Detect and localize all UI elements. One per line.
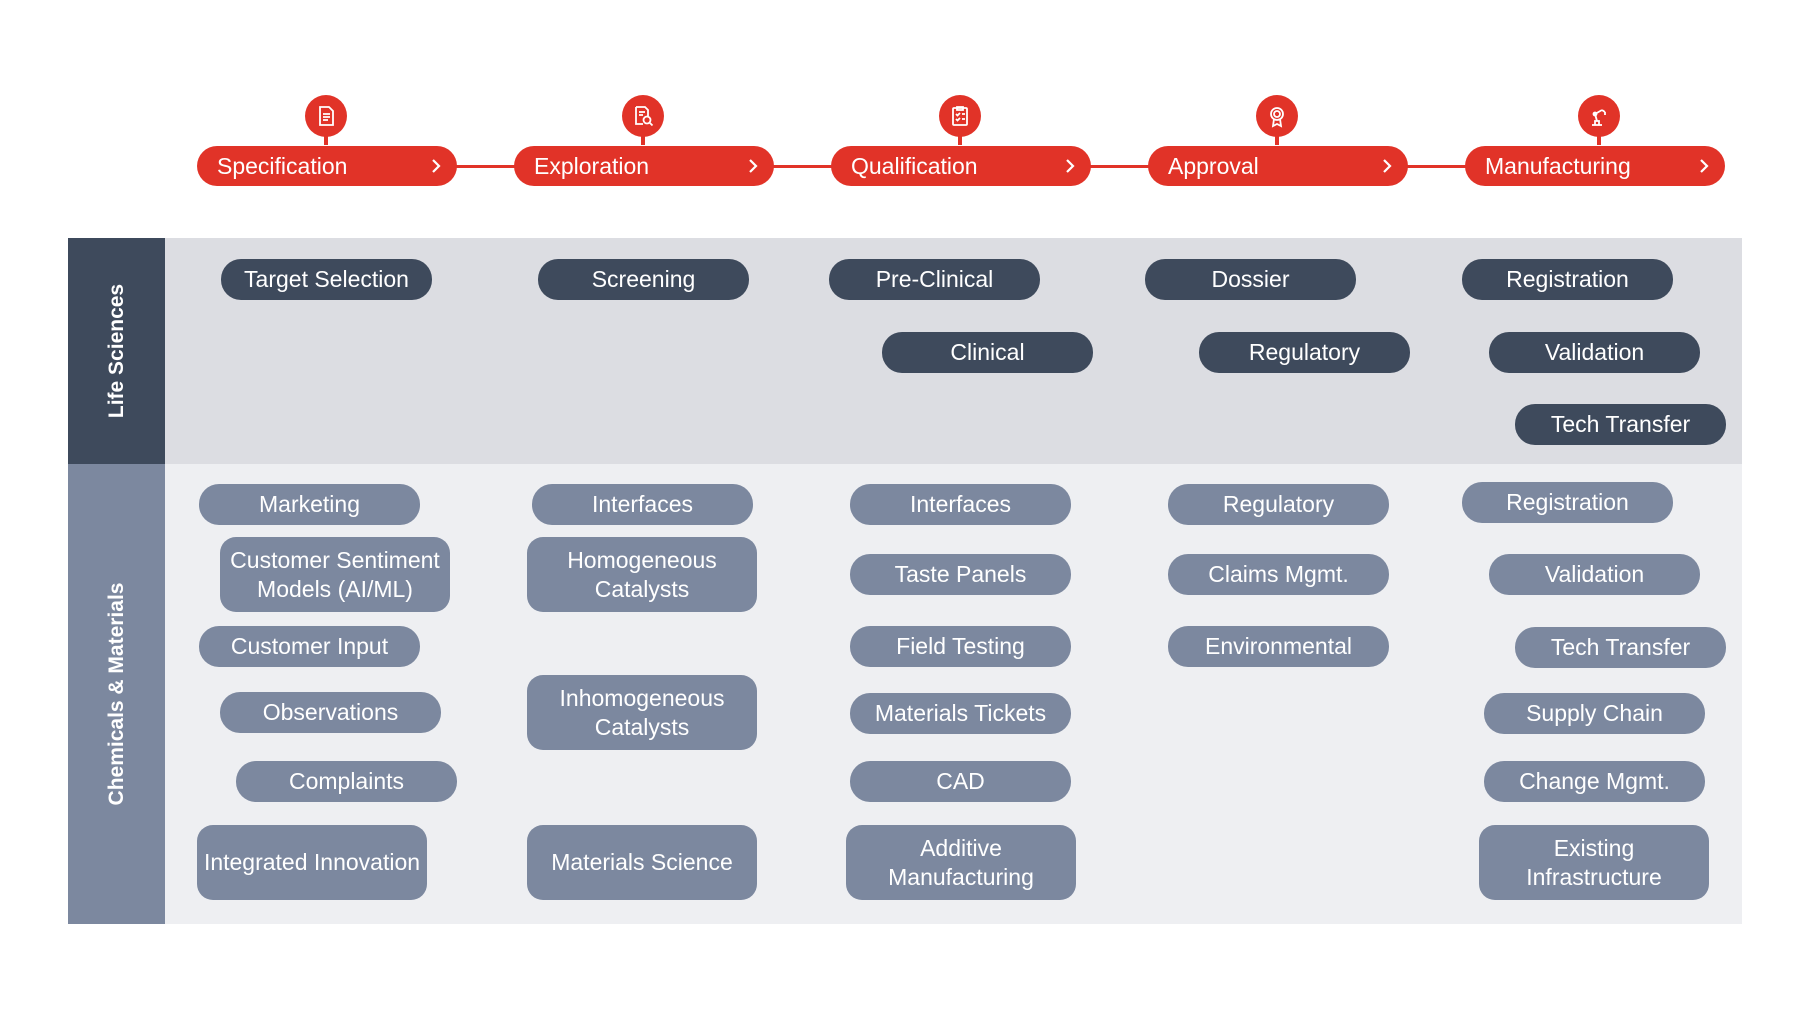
- stage-label: Specification: [217, 153, 348, 179]
- pill-change-mgmt[interactable]: Change Mgmt.: [1484, 761, 1705, 802]
- stage-manufacturing[interactable]: Manufacturing: [1465, 146, 1725, 186]
- checklist-icon: [939, 95, 981, 145]
- pill-inhomogeneous-catalysts[interactable]: Inhomogeneous Catalysts: [527, 675, 757, 750]
- award-badge-icon: [1256, 95, 1298, 145]
- life-sciences-row-header: Life Sciences: [68, 238, 165, 464]
- pill-supply-chain[interactable]: Supply Chain: [1484, 693, 1705, 734]
- robot-arm-icon: [1578, 95, 1620, 145]
- document-icon: [305, 95, 347, 145]
- pill-environmental[interactable]: Environmental: [1168, 626, 1389, 667]
- pill-integrated-innovation[interactable]: Integrated Innovation: [197, 825, 427, 900]
- pill-screening[interactable]: Screening: [538, 259, 749, 300]
- pill-claims-mgmt[interactable]: Claims Mgmt.: [1168, 554, 1389, 595]
- pill-materials-science[interactable]: Materials Science: [527, 825, 757, 900]
- pill-tech-transfer-cm[interactable]: Tech Transfer: [1515, 627, 1726, 668]
- pill-materials-tickets[interactable]: Materials Tickets: [850, 693, 1071, 734]
- pill-interfaces-qualification[interactable]: Interfaces: [850, 484, 1071, 525]
- row-label: Chemicals & Materials: [104, 582, 128, 806]
- chevron-right-icon: [1066, 159, 1075, 173]
- pill-pre-clinical[interactable]: Pre-Clinical: [829, 259, 1040, 300]
- pill-additive-manufacturing[interactable]: Additive Manufacturing: [846, 825, 1076, 900]
- stage-approval[interactable]: Approval: [1148, 146, 1408, 186]
- pill-customer-sentiment-models[interactable]: Customer Sentiment Models (AI/ML): [220, 537, 450, 612]
- chevron-right-icon: [1383, 159, 1392, 173]
- stage-exploration[interactable]: Exploration: [514, 146, 774, 186]
- search-document-icon: [622, 95, 664, 145]
- pill-regulatory-cm[interactable]: Regulatory: [1168, 484, 1389, 525]
- pill-registration[interactable]: Registration: [1462, 259, 1673, 300]
- pill-dossier[interactable]: Dossier: [1145, 259, 1356, 300]
- stage-label: Manufacturing: [1485, 153, 1631, 179]
- pill-registration-cm[interactable]: Registration: [1462, 482, 1673, 523]
- pill-taste-panels[interactable]: Taste Panels: [850, 554, 1071, 595]
- chevron-right-icon: [749, 159, 758, 173]
- pill-validation-cm[interactable]: Validation: [1489, 554, 1700, 595]
- chevron-right-icon: [1700, 159, 1709, 173]
- pill-interfaces-exploration[interactable]: Interfaces: [532, 484, 753, 525]
- stage-specification[interactable]: Specification: [197, 146, 457, 186]
- pill-homogeneous-catalysts[interactable]: Homogeneous Catalysts: [527, 537, 757, 612]
- pill-validation[interactable]: Validation: [1489, 332, 1700, 373]
- stage-label: Qualification: [851, 153, 978, 179]
- pill-customer-input[interactable]: Customer Input: [199, 626, 420, 667]
- pill-observations[interactable]: Observations: [220, 692, 441, 733]
- chevron-right-icon: [432, 159, 441, 173]
- stage-label: Exploration: [534, 153, 650, 179]
- pill-marketing[interactable]: Marketing: [199, 484, 420, 525]
- chemicals-materials-row-header: Chemicals & Materials: [68, 464, 165, 924]
- row-label: Life Sciences: [104, 283, 128, 419]
- pill-clinical[interactable]: Clinical: [882, 332, 1093, 373]
- stage-label: Approval: [1168, 153, 1259, 179]
- pill-complaints[interactable]: Complaints: [236, 761, 457, 802]
- pill-cad[interactable]: CAD: [850, 761, 1071, 802]
- stage-qualification[interactable]: Qualification: [831, 146, 1091, 186]
- pill-regulatory[interactable]: Regulatory: [1199, 332, 1410, 373]
- pill-target-selection[interactable]: Target Selection: [221, 259, 432, 300]
- pill-field-testing[interactable]: Field Testing: [850, 626, 1071, 667]
- pill-tech-transfer[interactable]: Tech Transfer: [1515, 404, 1726, 445]
- pill-existing-infrastructure[interactable]: Existing Infrastructure: [1479, 825, 1709, 900]
